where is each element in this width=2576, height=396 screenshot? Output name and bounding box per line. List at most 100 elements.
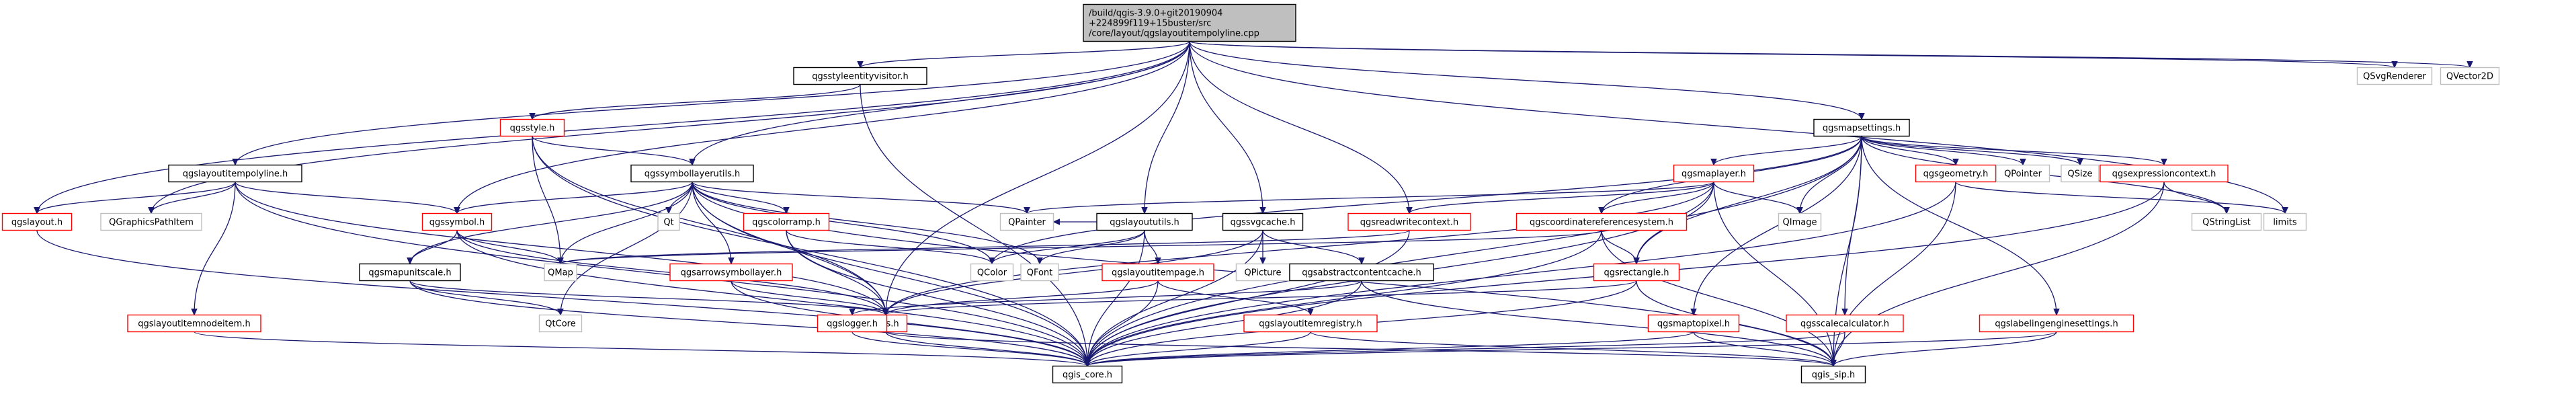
node-box [421,212,493,231]
edge-qgsmapsettings-to-QPointer [1861,136,2026,166]
edge-qgsabstractcontentcache-to-qgslogger [849,280,1362,316]
edge-qgssymbollayerutils-to-qgscolorramp [692,182,790,214]
node-qgsabstractcontentcache[interactable]: qgsabstractcontentcache.h [1289,263,1434,282]
edge-root-to-limits [1189,41,2288,214]
node-box [1515,212,1688,231]
node-label: QFont [1027,268,1053,278]
node-qgssymbollayerutils[interactable]: qgssymbollayerutils.h [630,164,754,183]
node-label: qgslayoutitempage.h [1112,268,1204,278]
node-QSvgRenderer: QSvgRenderer [2356,67,2433,85]
node-label: QtCore [545,319,575,329]
node-label: qgslayoututils.h [1110,218,1179,228]
node-qgslayoutitempage[interactable]: qgslayoutitempage.h [1102,263,1214,282]
node-box [817,314,888,333]
node-label: qgsmapsettings.h [1823,124,1901,134]
node-box [1096,212,1193,231]
edge-qgis-to-qgis_sip [885,331,1837,367]
node-box [999,212,1054,231]
node-qgslabelingenginesettings[interactable]: qgslabelingenginesettings.h [1979,314,2134,333]
node-label: QPainter [1008,218,1046,228]
node-label: qgslabelingenginesettings.h [1995,319,2118,329]
edge-qgsmapsettings-to-qgsmaptopixel [1690,136,1862,316]
node-box [1813,118,1910,137]
node-box [127,314,261,333]
node-box [2100,164,2229,183]
node-label: QMap [548,268,573,278]
edge-root-to-qgslayoututils [1141,41,1190,214]
edge-qgscoordinatereferencesystem-to-qgis_core [1084,230,1602,367]
node-box [970,263,1014,282]
edge-qgslayoutitempolyline-to-qgslayout [34,182,236,214]
node-box [544,263,577,282]
node-label: qgsreadwritecontext.h [1360,218,1459,228]
node-root[interactable]: /build/qgis-3.9.0+git20190904+224899f119… [1083,3,1296,42]
node-qgsscalecalculator[interactable]: qgsscalecalculator.h [1786,314,1904,333]
node-QMap: QMap [544,263,577,282]
node-qgsmapunitscale[interactable]: qgsmapunitscale.h [359,263,461,282]
node-label: qgsmaplayer.h [1681,169,1746,180]
edge-qgsmaplayer-to-qgscoordinatereferencesystem [1598,182,1714,214]
node-qgscoordinatereferencesystem[interactable]: qgscoordinatereferencesystem.h [1515,212,1688,231]
edge-root-to-QGraphicsPathItem [148,41,1190,214]
node-QGraphicsPathItem: QGraphicsPathItem [100,212,202,231]
edge-qgsmapsettings-to-QSize [1861,135,2083,166]
node-box [1102,263,1214,282]
node-qgsgeometry[interactable]: qgsgeometry.h [1915,164,1997,183]
node-qgis_core[interactable]: qgis_core.h [1052,365,1123,384]
node-label: QPointer [2004,169,2042,180]
node-Qt: Qt [657,212,680,231]
node-label: QGraphicsPathItem [109,218,194,228]
node-qgslayoutitempolyline[interactable]: qgslayoutitempolyline.h [168,164,302,183]
edge-qgsmapsettings-to-qgsexpressioncontext [1861,135,2167,166]
node-box [1593,263,1680,282]
node-limits: limits [2263,212,2307,231]
node-label: qgsrectangle.h [1604,268,1669,278]
node-box [1979,314,2134,333]
node-qgslayout[interactable]: qgslayout.h [1,212,73,231]
node-qgsreadwritecontext[interactable]: qgsreadwritecontext.h [1347,212,1471,231]
edge-root-to-QVector2D [1189,40,2473,69]
node-label: QStringList [2202,218,2251,228]
node-qgsstyleentityvisitor[interactable]: qgsstyleentityvisitor.h [793,67,927,85]
node-qgssvgcache[interactable]: qgssvgcache.h [1222,212,1304,231]
edge-qgsstyle-to-qgssymbollayerutils [532,136,696,166]
node-qgslayoutitemregistry[interactable]: qgslayoutitemregistry.h [1243,314,1378,333]
node-qgsexpressioncontext[interactable]: qgsexpressioncontext.h [2100,164,2229,183]
edge-qgsmapunitscale-to-QtCore [409,280,564,316]
node-qgslogger[interactable]: qgslogger.h [817,314,888,333]
edge-root-to-qgsstyleentityvisitor [857,40,1190,69]
node-label: qgis_core.h [1063,370,1112,381]
node-qgsmaplayer[interactable]: qgsmaplayer.h [1673,164,1755,183]
node-qgsstyle[interactable]: qgsstyle.h [499,118,565,137]
node-label: qgsarrowsymbollayer.h [681,268,782,278]
node-label: qgsabstractcontentcache.h [1302,268,1421,278]
node-qgis_sip[interactable]: qgis_sip.h [1800,365,1866,384]
node-qgsrectangle[interactable]: qgsrectangle.h [1593,263,1680,282]
node-box [1347,212,1471,231]
node-qgslayoututils[interactable]: qgslayoututils.h [1096,212,1193,231]
node-label: QSize [2068,169,2093,180]
node-label: +224899f119+15buster/src [1089,19,1211,29]
node-box [1222,212,1304,231]
node-box [359,263,461,282]
node-box [743,212,830,231]
node-box [793,67,927,85]
nodes-layer: /build/qgis-3.9.0+git20190904+224899f119… [1,3,2500,384]
node-qgscolorramp[interactable]: qgscolorramp.h [743,212,830,231]
node-QVector2D: QVector2D [2440,67,2500,85]
node-label: qgsscalecalculator.h [1800,319,1889,329]
node-box [2061,164,2100,183]
node-qgsarrowsymbollayer[interactable]: qgsarrowsymbollayer.h [669,263,793,282]
node-label: qgslayoutitemnodeitem.h [138,319,250,329]
node-qgsmaptopixel[interactable]: qgsmaptopixel.h [1647,314,1740,333]
edge-qgsmapsettings-to-qgsgeometry [1861,136,1959,166]
node-QtCore: QtCore [538,314,583,333]
edge-qgsrectangle-to-qgis [882,280,1637,316]
node-qgslayoutitemnodeitem[interactable]: qgslayoutitemnodeitem.h [127,314,261,333]
edge-qgssymbollayerutils-to-Qt [665,182,693,214]
node-qgsmapsettings[interactable]: qgsmapsettings.h [1813,118,1910,137]
edge-qgsmapsettings-to-qgsmaplayer [1710,136,1862,166]
node-qgssymbol[interactable]: qgssymbol.h [421,212,493,231]
node-QFont: QFont [1020,263,1059,282]
node-box [1243,314,1378,333]
